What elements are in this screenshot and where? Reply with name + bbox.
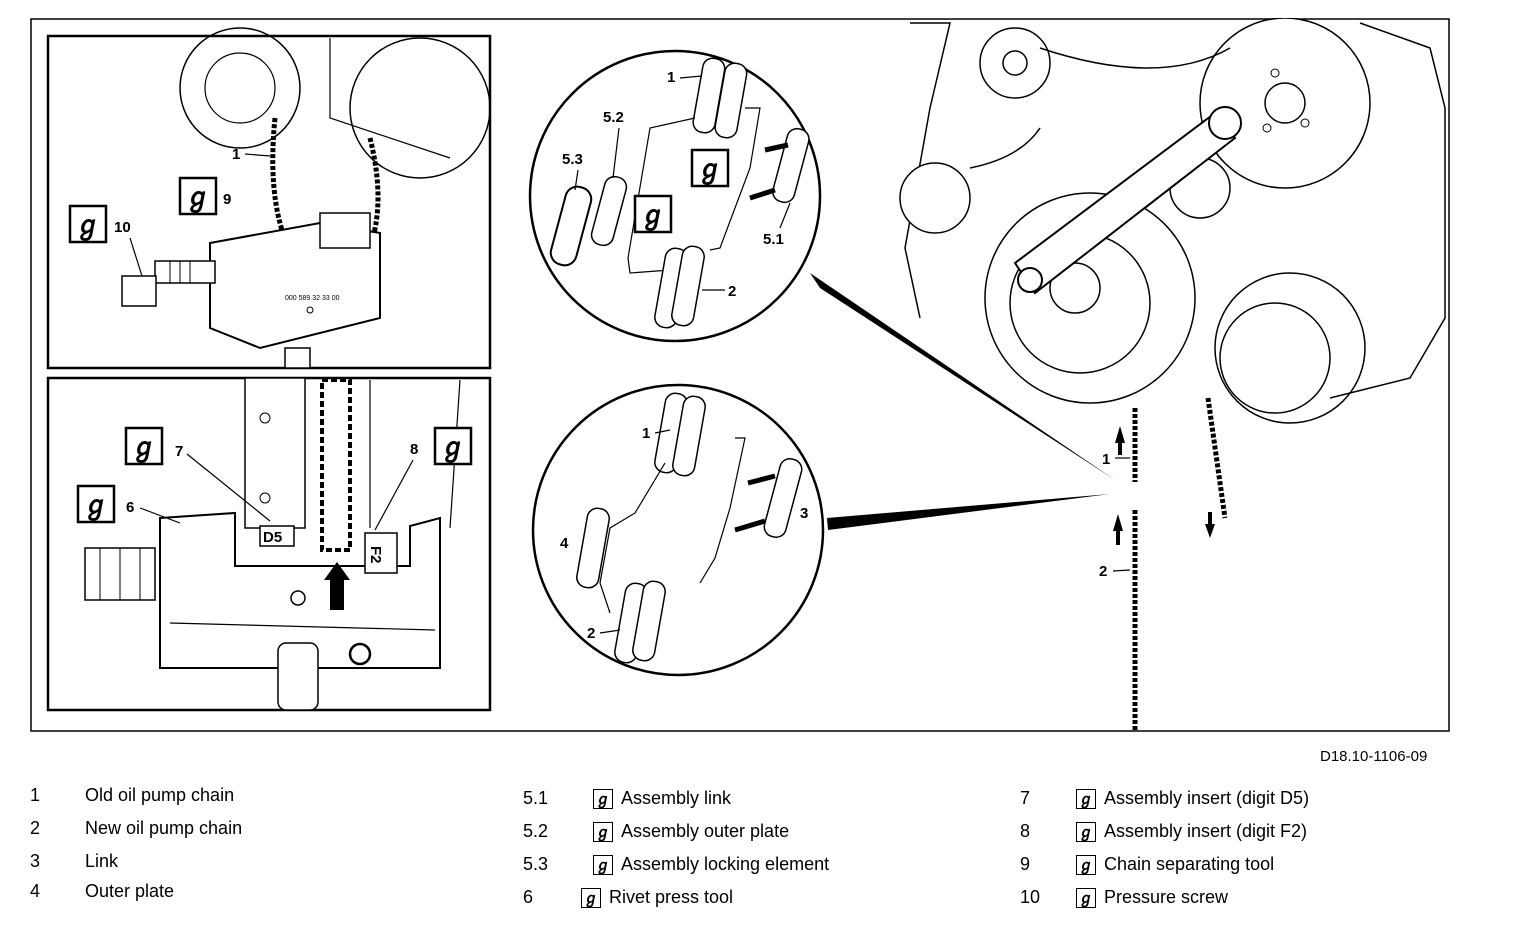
callout-2: 2: [1099, 563, 1107, 580]
legend-number: 5.3: [523, 854, 549, 874]
legend-text: Assembly link: [621, 788, 732, 808]
tool-symbol-icon: ℊ: [593, 854, 613, 875]
insert-f2-label: F2: [367, 546, 384, 564]
svg-text:000 589 32 33 00: 000 589 32 33 00: [285, 295, 340, 302]
legend-number: 4: [30, 881, 41, 901]
panel-chain-separating-tool: 000 589 32 33 00 1 9 10: [46, 27, 492, 370]
diagram-code: D18.10-1106-09: [1320, 748, 1428, 765]
callout-1: 1: [642, 425, 650, 442]
legend-text: Old oil pump chain: [85, 785, 235, 805]
engine-pulley-view: 1 2: [899, 18, 1446, 730]
callout-8: 8: [410, 441, 418, 458]
legend-number: 5.1: [523, 788, 549, 808]
legend-number: 1: [30, 785, 41, 805]
legend-row: 2 New oil pump chain: [30, 818, 330, 851]
insert-d5-label: D5: [263, 529, 282, 546]
callout-5-2: 5.2: [603, 109, 624, 126]
callout-2: 2: [728, 283, 736, 300]
panel-rivet-press-tool: D5 F2 7 8 6: [46, 376, 492, 712]
legend-text: New oil pump chain: [85, 818, 243, 838]
callout-9: 9: [223, 191, 231, 208]
detail-leader-bottom: [827, 494, 1110, 530]
callout-10: 10: [114, 219, 131, 236]
callout-6: 6: [126, 499, 134, 516]
legend-text: Chain separating tool: [1104, 854, 1275, 874]
tool-symbol-icon: ℊ: [1076, 821, 1096, 842]
legend-text: Rivet press tool: [609, 887, 734, 907]
legend-number: 6: [523, 887, 534, 907]
legend-number: 2: [30, 818, 41, 838]
callout-1: 1: [1102, 451, 1110, 468]
callout-1: 1: [667, 69, 675, 86]
callout-2: 2: [587, 625, 595, 642]
legend-text: Assembly locking element: [621, 854, 830, 874]
legend-row: 1 Old oil pump chain: [30, 785, 330, 818]
legend-text: Assembly outer plate: [621, 821, 790, 841]
legend-row: 3 Link: [30, 851, 330, 881]
legend-row: 5.2 ℊ Assembly outer plate: [523, 821, 923, 854]
detail-circle-new-chain-connection: 1 3 4 2: [531, 383, 825, 677]
callout-1: 1: [232, 146, 240, 163]
legend-number: 10: [1020, 887, 1041, 907]
technical-illustration: ℊ 000 589 32 33 00 1 9 10: [30, 18, 1450, 732]
legend-row: 7 ℊ Assembly insert (digit D5): [1020, 788, 1420, 821]
legend-text: Assembly insert (digit D5): [1104, 788, 1310, 808]
detail-circle-assembly-parts: 1 5.2 5.3 5.1 2: [528, 49, 822, 343]
legend-number: 7: [1020, 788, 1031, 808]
legend-row: 5.3 ℊ Assembly locking element: [523, 854, 923, 887]
legend-text: Outer plate: [85, 881, 175, 901]
detail-leader-top: [810, 273, 1115, 480]
callout-5-1: 5.1: [763, 231, 784, 248]
legend-row: 8 ℊ Assembly insert (digit F2): [1020, 821, 1420, 854]
legend-row: 4 Outer plate: [30, 881, 330, 914]
tool-symbol-icon: ℊ: [593, 788, 613, 809]
callout-5-3: 5.3: [562, 151, 583, 168]
tool-symbol-icon: ℊ: [1076, 788, 1096, 809]
tool-symbol-icon: ℊ: [1076, 854, 1096, 875]
tool-symbol-icon: ℊ: [581, 887, 601, 908]
callout-4: 4: [560, 535, 569, 552]
legend-text: Link: [85, 851, 119, 871]
legend-number: 9: [1020, 854, 1031, 874]
tool-symbol-icon: ℊ: [1076, 887, 1096, 908]
legend-number: 8: [1020, 821, 1031, 841]
callout-7: 7: [175, 443, 183, 460]
legend-row: 5.1 ℊ Assembly link: [523, 788, 923, 821]
legend-number: 5.2: [523, 821, 549, 841]
legend-row: 6 ℊ Rivet press tool: [523, 887, 923, 920]
legend-text: Pressure screw: [1104, 887, 1229, 907]
tool-symbol-icon: ℊ: [593, 821, 613, 842]
callout-3: 3: [800, 505, 808, 522]
legend-row: 9 ℊ Chain separating tool: [1020, 854, 1420, 887]
legend-number: 3: [30, 851, 41, 871]
legend-text: Assembly insert (digit F2): [1104, 821, 1308, 841]
legend-row: 10 ℊ Pressure screw: [1020, 887, 1420, 920]
